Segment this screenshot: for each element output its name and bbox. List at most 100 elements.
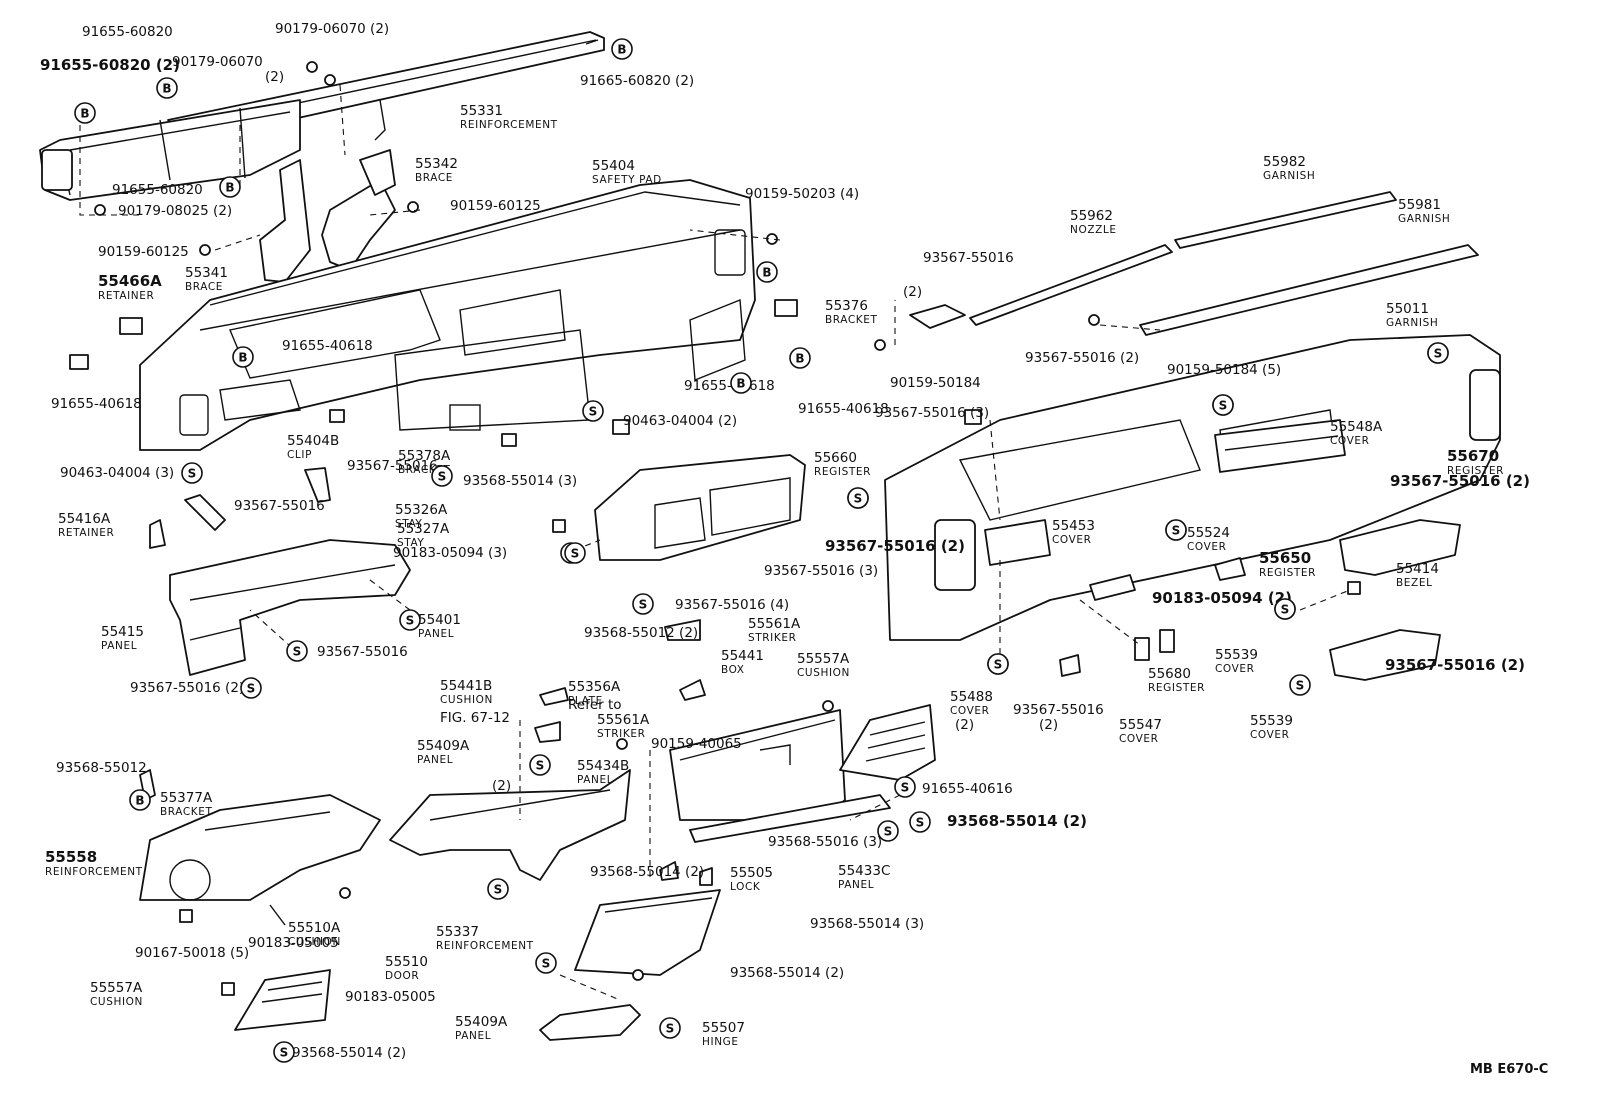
cover-55453-drawing: [1339, 519, 1461, 576]
marker-letter: B: [238, 351, 247, 365]
part-label: 91655-40618: [798, 401, 889, 417]
part-label: 90179-06070: [172, 54, 263, 70]
part-number: 90159-60125: [98, 244, 189, 260]
part-name: STRIKER: [748, 632, 797, 644]
part-name: COVER: [1119, 733, 1159, 745]
marker-letter: S: [247, 682, 256, 696]
part-label: (2): [492, 778, 511, 794]
marker-circle: [632, 593, 654, 615]
marker-letter: S: [406, 614, 415, 628]
part-label: (2): [903, 284, 922, 300]
marker-circle: [273, 1041, 295, 1063]
part-name: PANEL: [838, 879, 874, 891]
part-number: 93567-55016 (4): [675, 597, 789, 613]
bolt-marker-icon: B: [756, 261, 778, 283]
part-name: STAY: [397, 537, 424, 549]
part-name: REGISTER: [1447, 465, 1504, 477]
part-number: 55488: [950, 689, 993, 705]
part-label: 91665-60820 (2): [580, 73, 694, 89]
part-number: (2): [903, 284, 922, 300]
screw-marker-icon: S: [1212, 394, 1234, 416]
part-number: 91655-40618: [51, 396, 142, 412]
screw-marker-icon: S: [1274, 598, 1296, 620]
marker-letter: S: [280, 1046, 289, 1060]
marker-letter: S: [1434, 347, 1443, 361]
part-name: LOCK: [730, 881, 761, 893]
part-number: 93567-55016: [317, 644, 408, 660]
part-number: 55680: [1148, 666, 1191, 682]
small-covers-drawing: [964, 409, 1175, 677]
glove-box-door-drawing: [574, 889, 721, 976]
part-name: PANEL: [101, 640, 137, 652]
part-label: (2): [1039, 717, 1058, 733]
marker-circle: [240, 677, 262, 699]
part-name: BRACE: [415, 172, 453, 184]
part-number: 91655-40616: [922, 781, 1013, 797]
part-number: 55557A: [797, 651, 850, 667]
part-number: 90179-08025 (2): [118, 203, 232, 219]
part-number: 90463-04004 (2): [623, 413, 737, 429]
brace-drawings: [259, 99, 396, 283]
part-label: 93568-55014 (2): [590, 864, 704, 880]
part-label: 93567-55016: [317, 644, 408, 660]
part-number: 91655-40618: [282, 338, 373, 354]
part-label: 93568-55014 (3): [463, 473, 577, 489]
part-number: (2): [265, 69, 284, 85]
part-label: 93567-55016: [234, 498, 325, 514]
panel-55409a-lower-drawing: [234, 969, 331, 1031]
screw-marker-icon: S: [909, 811, 931, 833]
part-number: 55670: [1447, 447, 1499, 465]
part-name: SAFETY PAD: [592, 174, 662, 186]
marker-circle: [232, 346, 254, 368]
part-name: BOX: [721, 664, 745, 676]
bolt-marker-icon: B: [730, 372, 752, 394]
part-number: 55539: [1215, 647, 1258, 663]
part-label: 93567-55016 (2): [825, 537, 965, 555]
part-label: 91655-40618: [51, 396, 142, 412]
marker-letter: B: [162, 82, 171, 96]
part-name: PANEL: [417, 754, 453, 766]
marker-letter: B: [795, 352, 804, 366]
part-number: 93568-55012: [56, 760, 147, 776]
part-name: REINFORCEMENT: [460, 119, 558, 131]
part-number: 55416A: [58, 511, 111, 527]
part-number: 55561A: [597, 712, 650, 728]
part-number: 55981: [1398, 197, 1441, 213]
screw-marker-icon: S: [535, 952, 557, 974]
part-label: 90463-04004 (2): [623, 413, 737, 429]
part-number: 55376: [825, 298, 868, 314]
part-number: 55650: [1259, 549, 1311, 567]
part-number: 55982: [1263, 154, 1306, 170]
part-number: 55356A: [568, 679, 621, 695]
marker-letter: S: [1296, 679, 1305, 693]
part-label: 93567-55016 (2): [1385, 656, 1525, 674]
marker-letter: S: [542, 957, 551, 971]
bolt-marker-icon: B: [219, 176, 241, 198]
part-name: COVER: [950, 705, 990, 717]
part-label: 90463-04004 (3): [60, 465, 174, 481]
marker-circle: [431, 465, 453, 487]
marker-circle: [286, 640, 308, 662]
marker-circle: [582, 400, 604, 422]
part-drawings: [39, 31, 1501, 1041]
marker-letter: S: [589, 405, 598, 419]
bolt-marker-icon: B: [74, 102, 96, 124]
part-number: 90179-06070: [172, 54, 263, 70]
marker-circle: [877, 820, 899, 842]
marker-letter: S: [666, 1022, 675, 1036]
screw-marker-icon: S: [431, 465, 453, 487]
